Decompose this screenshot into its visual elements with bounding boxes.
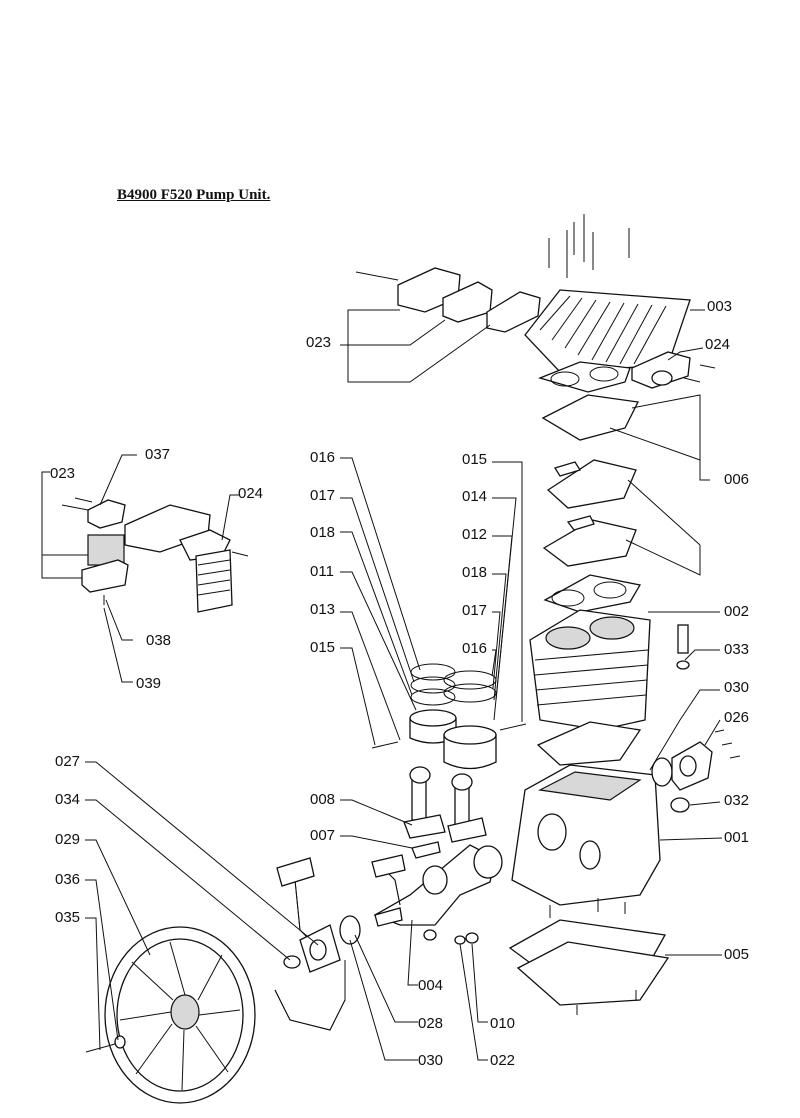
- label-012: 012: [462, 526, 487, 543]
- label-003: 003: [707, 298, 732, 315]
- label-018-right: 018: [462, 564, 487, 581]
- label-035: 035: [55, 909, 80, 926]
- cylinder-head: [524, 289, 691, 373]
- label-033: 033: [724, 641, 749, 658]
- label-010: 010: [490, 1015, 515, 1032]
- leader-lines: [41, 309, 723, 1061]
- label-029: 029: [55, 831, 80, 848]
- label-024-inset: 024: [238, 485, 263, 502]
- label-036: 036: [55, 871, 80, 888]
- label-023-top: 023: [306, 334, 331, 351]
- cylinder-block: [529, 574, 651, 766]
- label-037: 037: [145, 446, 170, 463]
- label-004: 004: [418, 977, 443, 994]
- label-034: 034: [55, 791, 80, 808]
- pistons: [371, 663, 527, 770]
- label-017-left: 017: [310, 487, 335, 504]
- label-024-right: 024: [705, 336, 730, 353]
- bearing-cover: [651, 729, 741, 813]
- label-007: 007: [310, 827, 335, 844]
- label-013: 013: [310, 601, 335, 618]
- outlet-pipework: [274, 854, 406, 1031]
- crankcase: [511, 764, 661, 906]
- label-002: 002: [724, 603, 749, 620]
- label-016-left: 016: [310, 449, 335, 466]
- label-005: 005: [724, 946, 749, 963]
- label-030-upper: 030: [724, 679, 749, 696]
- label-032: 032: [724, 792, 749, 809]
- label-022: 022: [490, 1052, 515, 1069]
- diagram-title: B4900 F520 Pump Unit.: [117, 187, 271, 203]
- unloader-valve: [631, 351, 716, 389]
- label-028: 028: [418, 1015, 443, 1032]
- label-023-inset: 023: [50, 465, 75, 482]
- label-038: 038: [146, 632, 171, 649]
- label-027: 027: [55, 753, 80, 770]
- flywheel: [85, 926, 256, 1104]
- label-008: 008: [310, 791, 335, 808]
- label-001: 001: [724, 829, 749, 846]
- crankshaft: [373, 844, 503, 926]
- inset-air-filter-assembly: [61, 497, 249, 613]
- breather: [676, 624, 690, 670]
- head-bolts: [548, 214, 630, 278]
- label-039: 039: [136, 675, 161, 692]
- part-labels: 003 024 023 006 037 023 024 038 039 016 …: [50, 298, 749, 1069]
- label-030-lower: 030: [418, 1052, 443, 1069]
- label-014: 014: [462, 488, 487, 505]
- valve-plate-stack: [538, 361, 639, 567]
- label-017-right: 017: [462, 602, 487, 619]
- connecting-rods: [403, 766, 487, 859]
- label-016-right: 016: [462, 640, 487, 657]
- label-006: 006: [724, 471, 749, 488]
- label-015-right: 015: [462, 451, 487, 468]
- base-plate: [508, 898, 670, 1015]
- label-011: 011: [310, 563, 334, 580]
- label-018-left: 018: [310, 524, 335, 541]
- air-filter-assembly-top: [355, 267, 541, 333]
- label-026: 026: [724, 709, 749, 726]
- label-015-left: 015: [310, 639, 335, 656]
- small-hardware: [423, 929, 479, 945]
